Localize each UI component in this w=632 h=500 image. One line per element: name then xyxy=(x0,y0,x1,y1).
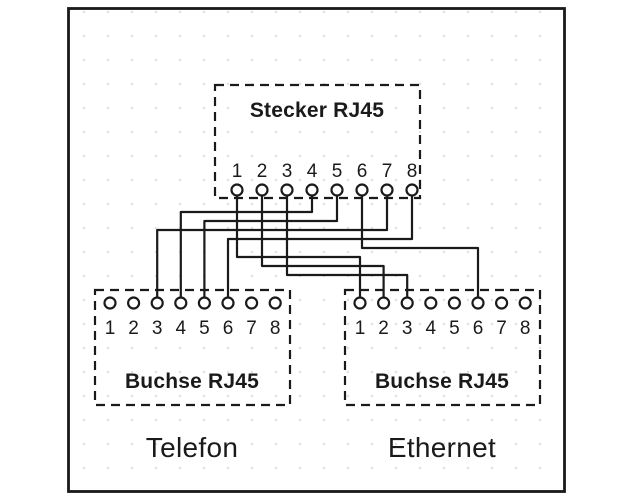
plug-pin-number-6: 6 xyxy=(357,161,368,182)
wire-plug4-to-socket0-pin4 xyxy=(179,195,314,298)
socket1-pin-number-1: 1 xyxy=(355,318,366,339)
socket0-pin-number-3: 3 xyxy=(152,318,163,339)
socket0-pin-number-7: 7 xyxy=(246,318,257,339)
socket0-pin-contact-7 xyxy=(245,296,259,310)
plug-pin-contact-5 xyxy=(330,183,344,197)
plug-pin-contact-3 xyxy=(280,183,294,197)
plug-box xyxy=(213,83,422,200)
plug-pin-number-3: 3 xyxy=(282,161,293,182)
socket0-pin-number-5: 5 xyxy=(199,318,210,339)
socket1-pin-number-3: 3 xyxy=(402,318,413,339)
socket-telefon-label: Buchse RJ45 xyxy=(125,370,259,393)
socket0-pin-contact-6 xyxy=(221,296,235,310)
socket1-pin-number-4: 4 xyxy=(426,318,437,339)
wire-plug7-to-socket0-pin3 xyxy=(156,195,389,298)
socket-ethernet-caption: Ethernet xyxy=(388,432,496,463)
socket0-pin-contact-2 xyxy=(127,296,141,310)
socket0-pin-contact-5 xyxy=(197,296,211,310)
socket1-pin-contact-6 xyxy=(471,296,485,310)
socket1-pin-contact-5 xyxy=(447,296,461,310)
socket1-pin-contact-7 xyxy=(495,296,509,310)
socket1-pin-number-5: 5 xyxy=(449,318,460,339)
socket0-pin-number-8: 8 xyxy=(270,318,281,339)
plug-pin-number-5: 5 xyxy=(332,161,343,182)
plug-pin-contact-1 xyxy=(230,183,244,197)
wires-group xyxy=(156,195,480,298)
socket0-pin-contact-8 xyxy=(268,296,282,310)
plug-pin-number-7: 7 xyxy=(382,161,393,182)
socket1-pin-contact-4 xyxy=(424,296,438,310)
plug-pin-contact-7 xyxy=(380,183,394,197)
plug-pin-number-4: 4 xyxy=(307,161,318,182)
plug-pin-contact-8 xyxy=(405,183,419,197)
socket0-pin-contact-1 xyxy=(103,296,117,310)
plug-pin-number-2: 2 xyxy=(257,161,268,182)
socket1-pin-contact-2 xyxy=(377,296,391,310)
wire-plug3-to-socket1-pin3 xyxy=(285,195,409,298)
plug-label: Stecker RJ45 xyxy=(250,99,384,122)
socket0-pin-number-1: 1 xyxy=(105,318,116,339)
plug-pin-contact-6 xyxy=(355,183,369,197)
wire-plug5-to-socket0-pin5 xyxy=(203,195,339,298)
socket1-pin-contact-1 xyxy=(353,296,367,310)
socket-ethernet-box xyxy=(343,288,542,407)
wire-plug2-to-socket1-pin2 xyxy=(260,195,385,298)
plug-pin-contact-4 xyxy=(305,183,319,197)
socket0-pin-contact-3 xyxy=(150,296,164,310)
socket1-pin-number-2: 2 xyxy=(378,318,389,339)
plug-pin-contact-2 xyxy=(255,183,269,197)
socket-ethernet-label: Buchse RJ45 xyxy=(375,370,509,393)
grid-dots xyxy=(70,10,563,490)
socket1-pin-number-7: 7 xyxy=(496,318,507,339)
wire-plug8-to-socket0-pin6 xyxy=(226,195,414,298)
socket1-pin-contact-3 xyxy=(400,296,414,310)
socket0-pin-contact-4 xyxy=(174,296,188,310)
wire-plug6-to-socket1-pin6 xyxy=(360,195,480,298)
plug-pin-number-8: 8 xyxy=(407,161,418,182)
socket1-pin-number-8: 8 xyxy=(520,318,531,339)
socket-telefon-box xyxy=(93,288,292,407)
socket1-pin-number-6: 6 xyxy=(473,318,484,339)
socket0-pin-number-6: 6 xyxy=(223,318,234,339)
wire-plug1-to-socket1-pin1 xyxy=(235,195,362,298)
socket0-pin-number-4: 4 xyxy=(176,318,187,339)
socket1-pin-contact-8 xyxy=(518,296,532,310)
socket0-pin-number-2: 2 xyxy=(128,318,139,339)
plug-pin-number-1: 1 xyxy=(232,161,243,182)
socket-telefon-caption: Telefon xyxy=(146,432,238,463)
